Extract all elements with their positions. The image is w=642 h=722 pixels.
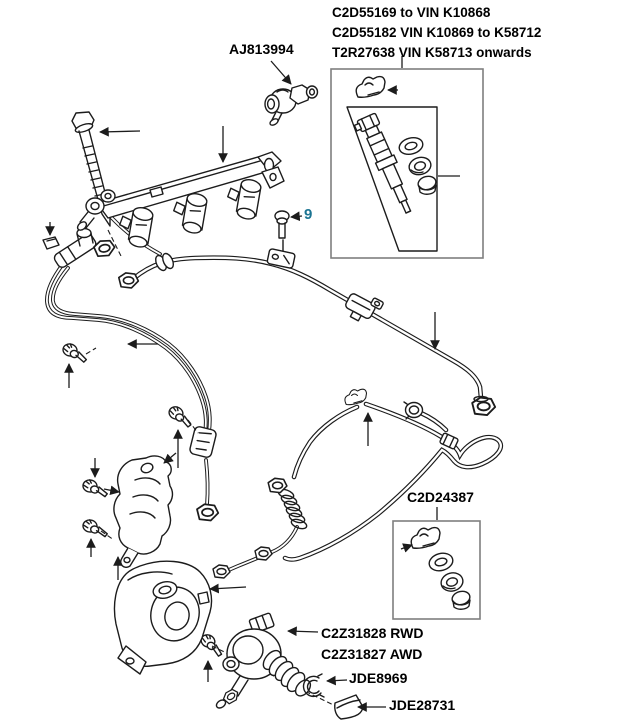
acoustic-cover-art: [113, 560, 213, 675]
callout-tappet[interactable]: JDE28731: [389, 697, 456, 713]
callout-item-9[interactable]: 9: [304, 206, 313, 223]
callout-fuel-pressure-sensor[interactable]: AJ813994: [229, 41, 294, 57]
hose-clamp: [439, 432, 459, 450]
pump-spring: [262, 649, 312, 697]
callout-pump-rwd[interactable]: C2Z31828 RWD: [321, 625, 424, 641]
heat-shield-art: [113, 455, 174, 568]
hose-clip: [344, 388, 368, 406]
vin-note-line-1[interactable]: C2D55169 to VIN K10868: [332, 5, 491, 20]
clip-nut: [42, 236, 60, 250]
fuel-rail-art: [76, 151, 285, 250]
pipe-grommet: [155, 252, 174, 272]
leader-arrows: [45, 60, 440, 712]
fuel-pressure-sensor-art: [264, 84, 319, 126]
callout-pump-awd[interactable]: C2Z31827 AWD: [321, 646, 423, 662]
pipe-junction: [189, 426, 217, 458]
fuel-pipes-art: [45, 214, 501, 579]
vin-note-line-3[interactable]: T2R27638 VIN K58713 onwards: [332, 45, 532, 60]
fuel-line-fitting-art: [42, 227, 117, 268]
callout-snap-ring[interactable]: JDE8969: [349, 670, 408, 686]
high-pressure-pump-art: [211, 612, 353, 715]
rail-mounting-bolt-art: [71, 111, 123, 259]
snap-ring-art: [302, 673, 325, 698]
callout-injector-seal-kit[interactable]: C2D24387: [407, 489, 474, 505]
injector-seals-art: [398, 136, 437, 195]
pipe-clamp-bracket: [345, 293, 384, 322]
vin-note-block: C2D55169 to VIN K10868 C2D55182 VIN K108…: [332, 3, 541, 63]
seal-kit-box: [392, 507, 481, 620]
coiled-pipe-section: [277, 488, 308, 530]
small-bolts-art: [60, 341, 228, 658]
injector-art: [353, 112, 412, 214]
vin-note-line-2[interactable]: C2D55182 VIN K10869 to K58712: [332, 25, 542, 40]
item9-bolt-art: [274, 210, 290, 252]
injector-kit-box: [330, 56, 484, 259]
quick-connector: [403, 401, 424, 420]
